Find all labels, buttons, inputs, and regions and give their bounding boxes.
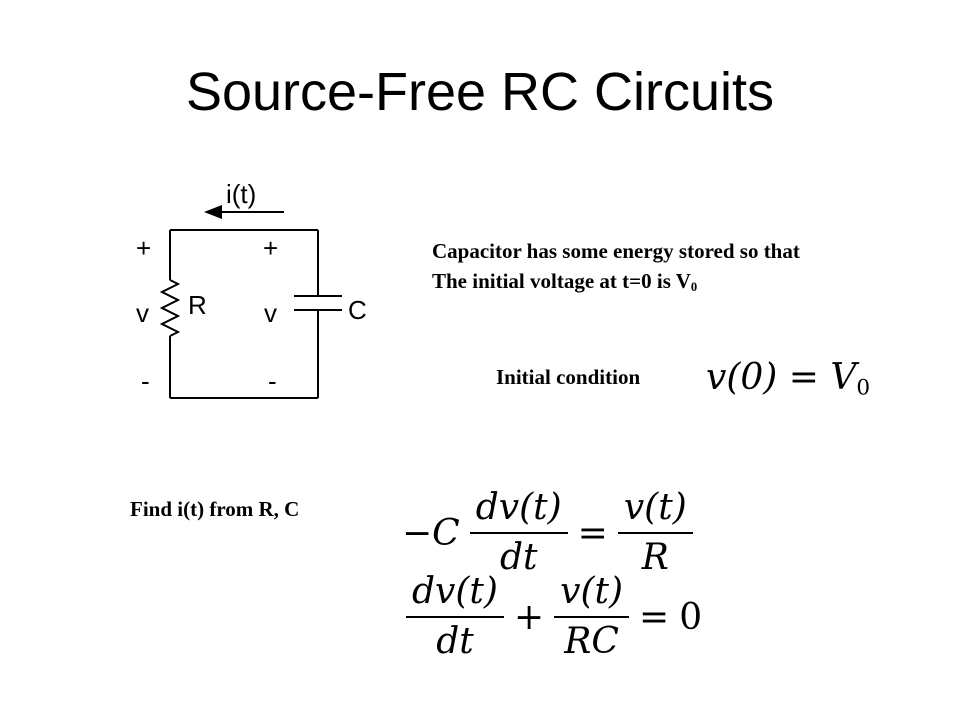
- eq1-den-left: dt: [499, 537, 538, 578]
- resistor-symbol: [159, 279, 181, 337]
- ic-lhs: v(0): [706, 357, 778, 398]
- equation-1: −C dv(t) dt = v(t) R: [402, 484, 693, 582]
- current-arrow-head: [204, 205, 222, 219]
- resistor-label: R: [188, 290, 207, 320]
- left-voltage-label: v: [136, 298, 149, 328]
- left-minus-sign: -: [141, 366, 150, 396]
- right-plus-sign: +: [263, 233, 279, 263]
- eq1-prefix: −C: [402, 512, 460, 554]
- ic-equals: =: [788, 357, 819, 398]
- description-line-1: Capacitor has some energy stored so that: [432, 239, 800, 263]
- eq2-plus: +: [513, 596, 545, 638]
- eq2-rhs: 0: [679, 596, 703, 638]
- description-line-2-subscript: 0: [690, 280, 698, 295]
- eq1-fraction-right: v(t) R: [617, 484, 693, 582]
- eq1-equals: =: [577, 512, 608, 554]
- eq2-num-right: v(t): [554, 568, 630, 618]
- eq2-den-right: RC: [564, 621, 619, 662]
- ic-rhs: V: [830, 357, 857, 398]
- eq1-num-right: v(t): [617, 484, 693, 534]
- description-line-2-text: The initial voltage at t=0 is V: [432, 269, 691, 293]
- right-voltage-label: v: [264, 298, 277, 328]
- equation-2: dv(t) dt + v(t) RC = 0: [406, 568, 702, 666]
- description-line-2: The initial voltage at t=0 is V0: [432, 266, 697, 302]
- eq2-equals: =: [639, 596, 670, 638]
- initial-condition-equation: v(0) = V0: [706, 356, 870, 410]
- ic-rhs-subscript: 0: [856, 375, 871, 401]
- eq2-num-left: dv(t): [406, 568, 504, 618]
- right-minus-sign: -: [268, 366, 277, 396]
- eq2-fraction-right: v(t) RC: [554, 568, 630, 666]
- eq2-den-left: dt: [436, 621, 474, 662]
- left-plus-sign: +: [136, 233, 152, 263]
- eq1-den-right: R: [641, 537, 669, 578]
- eq1-num-left: dv(t): [469, 484, 568, 534]
- find-label: Find i(t) from R, C: [130, 497, 300, 521]
- capacitor-label: C: [348, 295, 367, 325]
- eq1-fraction-left: dv(t) dt: [469, 484, 568, 582]
- eq2-fraction-left: dv(t) dt: [406, 568, 504, 666]
- initial-condition-label: Initial condition: [496, 365, 641, 389]
- slide-title: Source-Free RC Circuits: [185, 62, 775, 122]
- current-label: i(t): [226, 179, 257, 209]
